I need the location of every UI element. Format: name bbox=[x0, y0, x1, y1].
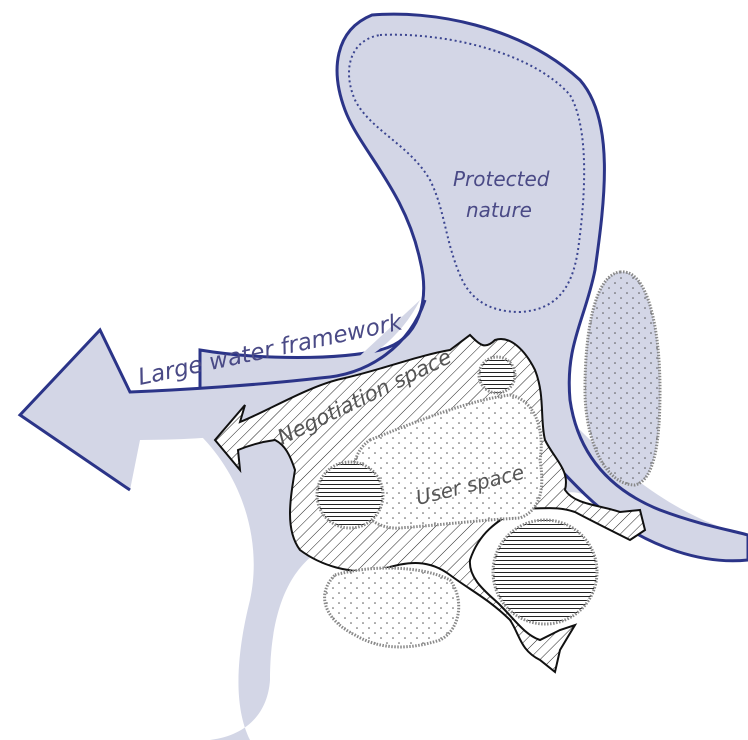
hatched-circle-large bbox=[493, 520, 597, 624]
protected-nature-label-line1: Protected bbox=[453, 167, 550, 191]
hatched-circle-small bbox=[479, 357, 515, 393]
protected-nature-label-line2: nature bbox=[466, 198, 532, 222]
user-space-island-southwest bbox=[325, 568, 459, 647]
hatched-circle-west bbox=[317, 462, 383, 528]
